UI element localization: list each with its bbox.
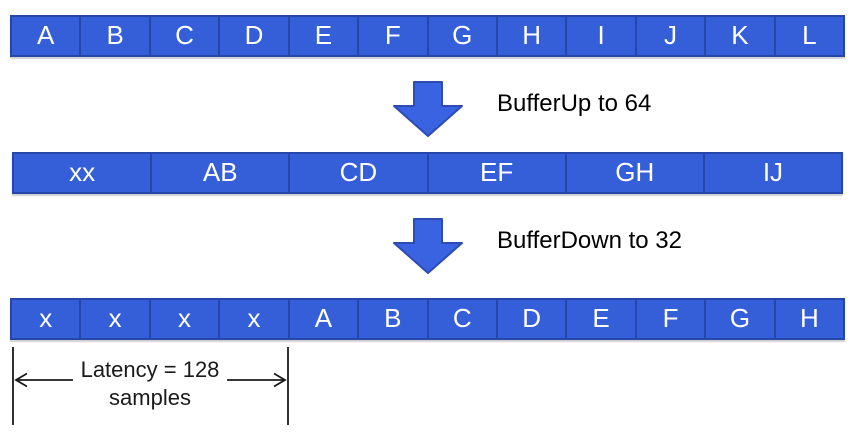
buffer-cell: x <box>81 300 151 338</box>
buffer-cell: C <box>151 17 221 55</box>
buffer-cell: F <box>637 300 707 338</box>
buffer-row-input: A B C D E F G H I J K L <box>10 15 845 57</box>
buffer-cell: H <box>498 17 568 55</box>
latency-span-arrow <box>12 347 289 425</box>
buffer-cell: E <box>567 300 637 338</box>
buffer-cell: IJ <box>762 157 784 187</box>
latency-label-line2: samples <box>109 385 191 410</box>
buffer-cell: C <box>429 300 498 338</box>
buffer-cell: E <box>290 17 360 55</box>
buffer-cell: xx <box>14 154 153 192</box>
buffer-cell: H <box>799 303 819 333</box>
buffer-cell: L <box>802 20 817 50</box>
buffer-cell: D <box>498 300 568 338</box>
bufferdown-label: BufferDown to 32 <box>497 227 683 254</box>
buffer-cell: AB <box>152 154 291 192</box>
buffer-row-upsampled: xx AB CD EF GH IJ <box>12 152 843 194</box>
buffer-cell: D <box>220 17 290 55</box>
buffer-cell: F <box>359 17 429 55</box>
buffer-cell: GH <box>567 154 705 192</box>
buffer-cell: A <box>290 300 360 338</box>
bufferup-label: BufferUp to 64 <box>497 90 652 117</box>
buffer-cell: J <box>637 17 707 55</box>
buffer-cell: CD <box>290 154 429 192</box>
buffer-cell: x <box>151 300 221 338</box>
down-arrow-icon <box>393 81 463 137</box>
latency-label: Latency = 128 samples <box>50 356 250 412</box>
buffer-row-output: x x x x A B C D E F G H <box>10 298 845 340</box>
buffer-cell: x <box>12 300 82 338</box>
buffer-cell: B <box>359 300 429 338</box>
buffer-cell: x <box>220 300 290 338</box>
buffer-cell: EF <box>429 154 567 192</box>
latency-label-line1: Latency = 128 <box>80 357 220 382</box>
buffer-cell: I <box>567 17 637 55</box>
buffer-cell: B <box>81 17 151 55</box>
buffer-cell: G <box>706 300 776 338</box>
buffer-cell: G <box>429 17 498 55</box>
buffer-cell: K <box>706 17 776 55</box>
down-arrow-icon <box>393 218 463 274</box>
buffer-cell: A <box>12 17 82 55</box>
